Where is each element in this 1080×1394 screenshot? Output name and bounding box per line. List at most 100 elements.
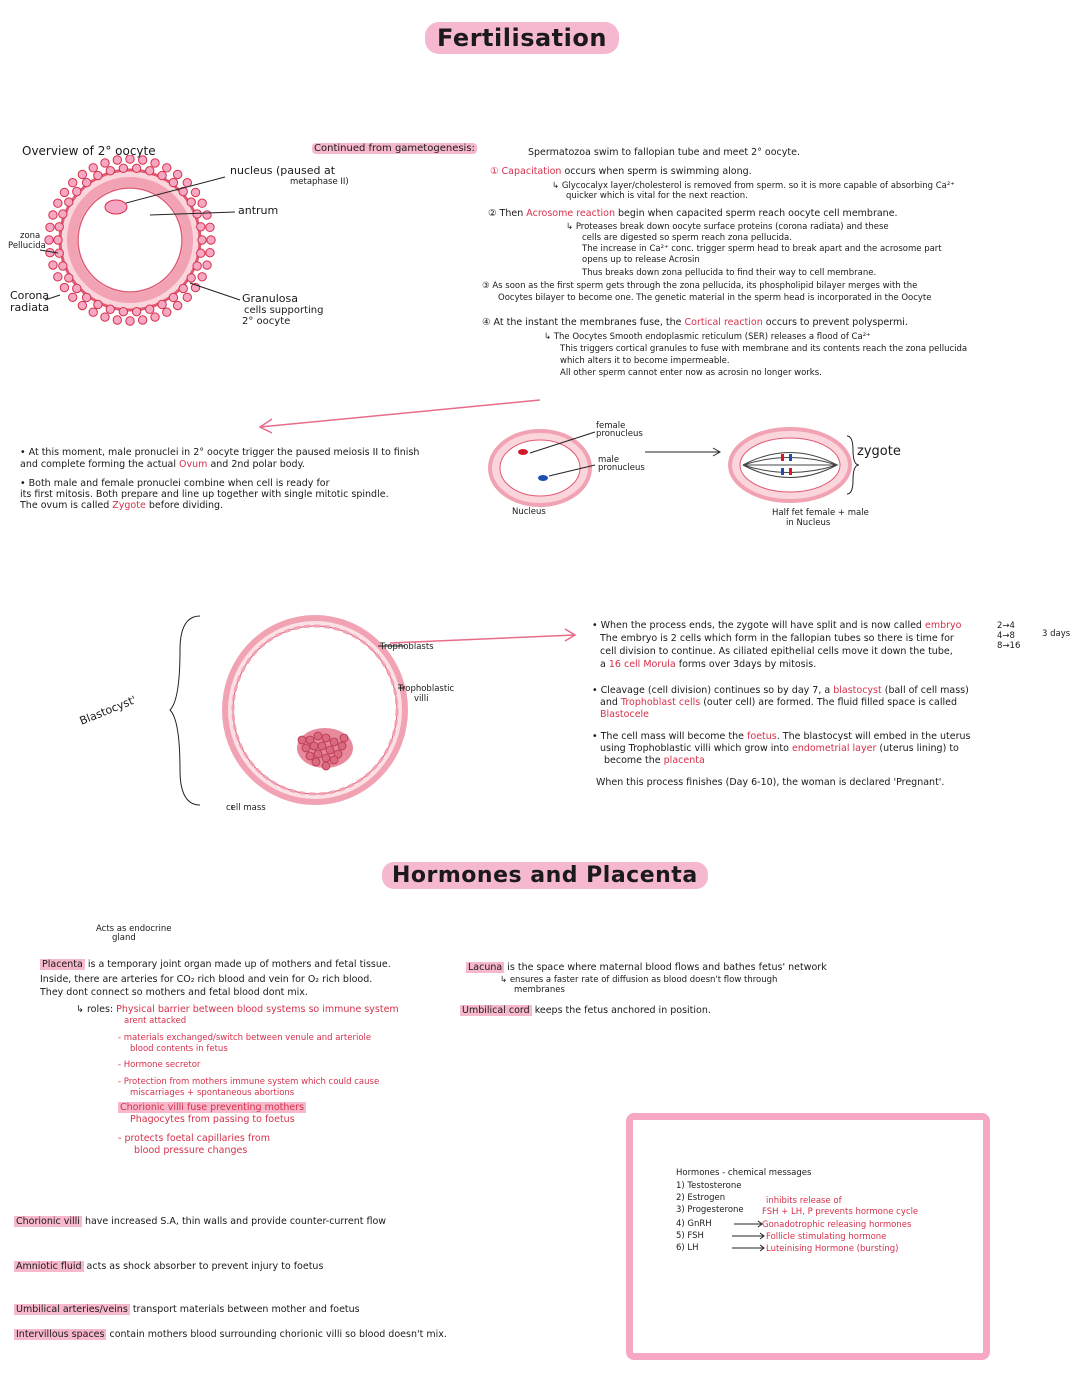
step1-text: occurs when sperm is swimming along. [564, 166, 752, 177]
arrow-to-embryo [389, 628, 577, 644]
hormone-note-2: FSH + LH, P prevents hormone cycle [762, 1207, 919, 1217]
step2-detail-1: ↳ Proteases break down oocyte surface pr… [566, 222, 889, 232]
hormones-box [626, 1113, 990, 1360]
role-3: - Hormone secretor [118, 1060, 201, 1070]
placenta-text-2: Inside, there are arteries for CO₂ rich … [40, 974, 373, 985]
step4-detail-1: ↳ The Oocytes Smooth endoplasmic reticul… [544, 332, 871, 342]
zygote-para-2: • Both male and female pronuclei combine… [20, 478, 330, 489]
step2-detail-2: cells are digested so sperm reach zona p… [582, 233, 792, 243]
step2-detail-3: The increase in Ca²⁺ conc. trigger sperm… [582, 244, 942, 254]
hormone-5: 5) FSH [676, 1231, 704, 1241]
embryo-text-3: cell division to continue. As ciliated e… [600, 646, 953, 657]
zygote-para-1: • At this moment, male pronuclei in 2° o… [20, 447, 420, 458]
hormone-6: 6) LH [676, 1243, 699, 1253]
zygote-para-2d: before dividing. [148, 500, 224, 511]
page-title: Fertilisation [425, 22, 619, 54]
role-6: - protects foetal capillaries from [118, 1133, 270, 1144]
cleavage-text: • Cleavage (cell division) continues so … [592, 685, 831, 696]
pregnant-text: When this process finishes (Day 6-10), t… [596, 777, 945, 788]
role-2b: blood contents in fetus [130, 1044, 228, 1054]
umbilical-term: Umbilical cord [460, 1005, 532, 1016]
embryo-text-4: a [600, 659, 606, 670]
step4-detail-3: which alters it to become impermeable. [560, 356, 730, 366]
hormone-note-5: Luteinising Hormone (bursting) [766, 1244, 899, 1254]
cortical-term: Cortical reaction [684, 317, 763, 328]
umbilical-text: keeps the fetus anchored in position. [534, 1005, 711, 1016]
placenta-term: placenta [663, 755, 705, 766]
role-6b: blood pressure changes [134, 1145, 248, 1156]
role-1: Physical barrier between blood systems s… [116, 1004, 399, 1015]
arrow-to-zygote [258, 399, 541, 434]
ovum-term: Ovum [179, 459, 208, 470]
embryo-text-5: forms over 3days by mitosis. [678, 659, 817, 670]
step4-text: ④ At the instant the membranes fuse, the [482, 317, 682, 328]
nucleus-caption: Nucleus [512, 507, 546, 517]
nucleus-label-2: metaphase II) [290, 177, 349, 187]
oocyte-diagram [39, 155, 241, 326]
lacuna-text-3: membranes [514, 985, 565, 995]
step4-detail-4: All other sperm cannot enter now as acro… [560, 368, 822, 378]
intervillous-text: contain mothers blood surrounding chorio… [109, 1329, 447, 1340]
antrum-label: antrum [238, 204, 279, 217]
hormone-4: 4) GnRH [676, 1219, 712, 1229]
foetus-text-2: . The blastocyst will embed in the uteru… [776, 731, 971, 742]
zygote-label: zygote [857, 444, 901, 459]
step2-num: ② Then [488, 208, 524, 219]
endocrine-note-2: gland [112, 933, 136, 943]
placenta-term-2: Placenta [40, 959, 85, 970]
lacuna-text: is the space where maternal blood flows … [507, 962, 827, 973]
zygote-para-2c: The ovum is called [20, 500, 110, 511]
role-2: - materials exchanged/switch between ven… [118, 1033, 372, 1043]
division-3: 8→16 [997, 641, 1021, 651]
foetus-text-4: (uterus lining) to [879, 743, 959, 754]
step1-detail-2: quicker which is vital for the next reac… [566, 191, 748, 201]
step4-detail-2: This triggers cortical granules to fuse … [560, 344, 968, 354]
male-label-2: pronucleus [598, 463, 645, 473]
half-label-2: in Nucleus [786, 518, 831, 528]
chorionic-text: have increased S.A, thin walls and provi… [84, 1216, 387, 1227]
female-label-2: pronucleus [596, 429, 643, 439]
steps-intro: Spermatozoa swim to fallopian tube and m… [528, 147, 800, 158]
zygote-para-2b: its first mitosis. Both prepare and line… [20, 489, 389, 500]
male-label: male [598, 455, 620, 465]
umbilical-vessels-text: transport materials between mother and f… [132, 1304, 360, 1315]
embryo-term: embryo [925, 620, 962, 631]
zygote-term: Zygote [112, 500, 146, 511]
step3-text-2: Oocytes bilayer to become one. The genet… [498, 293, 932, 303]
step2-detail-4: opens up to release Acrosin [582, 255, 700, 265]
placenta-text-3: They dont connect so mothers and fetal b… [40, 987, 308, 998]
villi-label: Trophoblastic [398, 684, 455, 694]
zona-label: zona [20, 231, 41, 241]
hormones-heading: Hormones - chemical messages [676, 1168, 812, 1178]
lacuna-text-2: ↳ ensures a faster rate of diffusion as … [500, 975, 778, 985]
intervillous-term: Intervillous spaces [14, 1329, 107, 1340]
half-label: Half fet female + male [772, 508, 869, 518]
hormone-note-3: Gonadotrophic releasing hormones [762, 1220, 912, 1230]
lacuna-term: Lacuna [466, 962, 505, 973]
role-5b: Phagocytes from passing to foetus [130, 1114, 295, 1125]
hormone-note-4: Follicle stimulating hormone [766, 1232, 887, 1242]
embryo-text: • When the process ends, the zygote will… [592, 620, 922, 631]
morula-term: 16 cell Morula [608, 659, 676, 670]
nucleus-label: nucleus (paused at [230, 164, 336, 177]
hormone-2: 2) Estrogen [676, 1193, 726, 1203]
foetus-text-5: become the [604, 755, 661, 766]
granulosa-label-3: 2° oocyte [242, 316, 291, 327]
zygote-para-1b: and complete forming the actual [20, 459, 177, 470]
section-title-hormones: Hormones and Placenta [382, 862, 708, 889]
cell-mass-label: cell mass [226, 803, 266, 813]
blastocyst-diagram [169, 615, 408, 810]
chorionic-term: Chorionic villi [14, 1216, 82, 1227]
hormone-note-1: inhibits release of [766, 1196, 842, 1206]
role-4b: miscarriages + spontaneous abortions [130, 1088, 295, 1098]
granulosa-label-2: cells supporting [244, 305, 324, 316]
foetus-text-3: using Trophoblastic villi which grow int… [600, 743, 789, 754]
granulosa-label: Granulosa [242, 292, 298, 305]
zygote-diagram [488, 427, 860, 507]
hormone-3: 3) Progesterone [676, 1205, 744, 1215]
role-1b: arent attacked [124, 1016, 187, 1026]
acrosome-term: Acrosome reaction [526, 208, 615, 219]
trophoblast-term: Trophoblast cells [620, 697, 701, 708]
placenta-text-1: is a temporary joint organ made up of mo… [87, 959, 391, 970]
days-label: 3 days [1042, 629, 1071, 639]
